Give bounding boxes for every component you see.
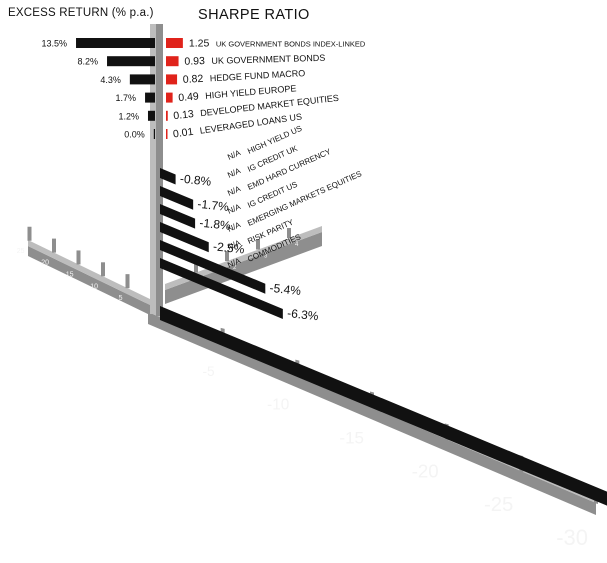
sharpe-axis-tick xyxy=(225,251,229,261)
sharpe-value-label: 1.25 xyxy=(189,38,210,50)
excess-return-bar xyxy=(160,306,607,506)
sharpe-value-label: 0.82 xyxy=(183,73,204,86)
excess-return-bar xyxy=(160,204,196,229)
negative-axis-tick-label: -25 xyxy=(484,494,513,516)
excess-return-label: -1.7% xyxy=(197,197,230,214)
positive-axis-tick-label: 20 xyxy=(41,260,49,267)
negative-axis-tick-label: -10 xyxy=(267,397,289,414)
positive-axis-tick-label: 10 xyxy=(90,283,98,290)
sharpe-axis-face xyxy=(165,226,322,290)
sharpe-value-label: N/A xyxy=(226,184,242,198)
positive-axis-face xyxy=(28,240,152,306)
positive-axis-side xyxy=(28,246,152,316)
bars-layer xyxy=(76,38,607,506)
positive-axis-tick xyxy=(101,262,105,277)
sharpe-axis-tick xyxy=(287,228,291,238)
sharpe-bar xyxy=(166,74,178,85)
sharpe-bar xyxy=(166,110,168,121)
excess-return-bar xyxy=(160,186,194,210)
negative-axis-tick-label: -20 xyxy=(412,460,439,481)
excess-return-label: 4.3% xyxy=(100,75,121,85)
excess-return-bar xyxy=(160,168,176,185)
positive-axis-tick xyxy=(27,226,32,241)
positive-axis-tick-label: 15 xyxy=(66,271,74,278)
excess-return-label: 8.2% xyxy=(78,57,99,67)
sharpe-ratio-header: SHARPE RATIO xyxy=(198,7,310,23)
sharpe-axis-tick xyxy=(194,262,198,273)
sharpe-axis-tick-label: 4 xyxy=(295,242,299,248)
sharpe-value-label: N/A xyxy=(226,166,242,180)
excess-return-bar xyxy=(76,38,155,48)
excess-return-label: 1.7% xyxy=(116,93,137,103)
sharpe-bar xyxy=(166,129,168,139)
positive-axis-tick-label: 25 xyxy=(17,248,25,255)
excess-return-bar xyxy=(160,240,266,294)
excess-return-label: 0.0% xyxy=(124,130,145,140)
negative-axis-tick-label: -15 xyxy=(339,429,364,448)
center-wall-left xyxy=(150,24,156,314)
negative-axis-tick-label: -5 xyxy=(203,364,216,379)
sharpe-axis-tick xyxy=(256,239,260,250)
excess-return-label: 13.5% xyxy=(41,39,67,49)
negative-axis-side xyxy=(148,312,596,515)
excess-return-label: -5.4% xyxy=(269,281,302,298)
sharpe-value-label: 0.13 xyxy=(173,108,195,122)
excess-return-bar xyxy=(129,74,155,85)
sharpe-bar xyxy=(166,38,183,48)
excess-return-label: 1.2% xyxy=(118,111,139,121)
category-label: UK GOVERNMENT BONDS INDEX-LINKED xyxy=(216,40,366,49)
negative-axis-tick-label: -30 xyxy=(556,525,588,550)
category-label: UK GOVERNMENT BONDS xyxy=(211,53,325,66)
excess-return-label: -0.8% xyxy=(179,172,212,189)
center-wall-right xyxy=(156,24,163,316)
excess-return-label: -2.5% xyxy=(212,239,245,256)
sharpe-axis-tick-label: 2 xyxy=(233,265,237,271)
sharpe-value-label: 0.93 xyxy=(184,55,205,68)
sharpe-value-label: N/A xyxy=(226,148,242,162)
positive-axis-tick-label: 5 xyxy=(119,295,123,302)
excess-return-bar xyxy=(160,258,283,320)
excess-return-bar xyxy=(147,110,155,121)
excess-return-bar xyxy=(160,222,209,253)
positive-axis-tick xyxy=(76,250,81,265)
sharpe-bar xyxy=(166,92,173,103)
excess-return-header: EXCESS RETURN (% p.a.) xyxy=(8,7,154,19)
sharpe-bar xyxy=(166,56,179,67)
sharpe-axis-tick-label: 3 xyxy=(264,254,268,260)
sharpe-value-label: 0.49 xyxy=(178,90,200,104)
excess-return-bar xyxy=(107,56,155,67)
excess-return-label: -1.8% xyxy=(199,216,232,233)
sharpe-value-label: 0.01 xyxy=(172,126,194,141)
excess-return-bar xyxy=(145,92,155,103)
positive-axis-tick xyxy=(125,274,130,289)
category-label: HEDGE FUND MACRO xyxy=(210,68,306,83)
excess-return-bar xyxy=(153,129,155,139)
positive-axis-tick xyxy=(52,238,56,253)
excess-return-label: -6.3% xyxy=(287,306,320,323)
